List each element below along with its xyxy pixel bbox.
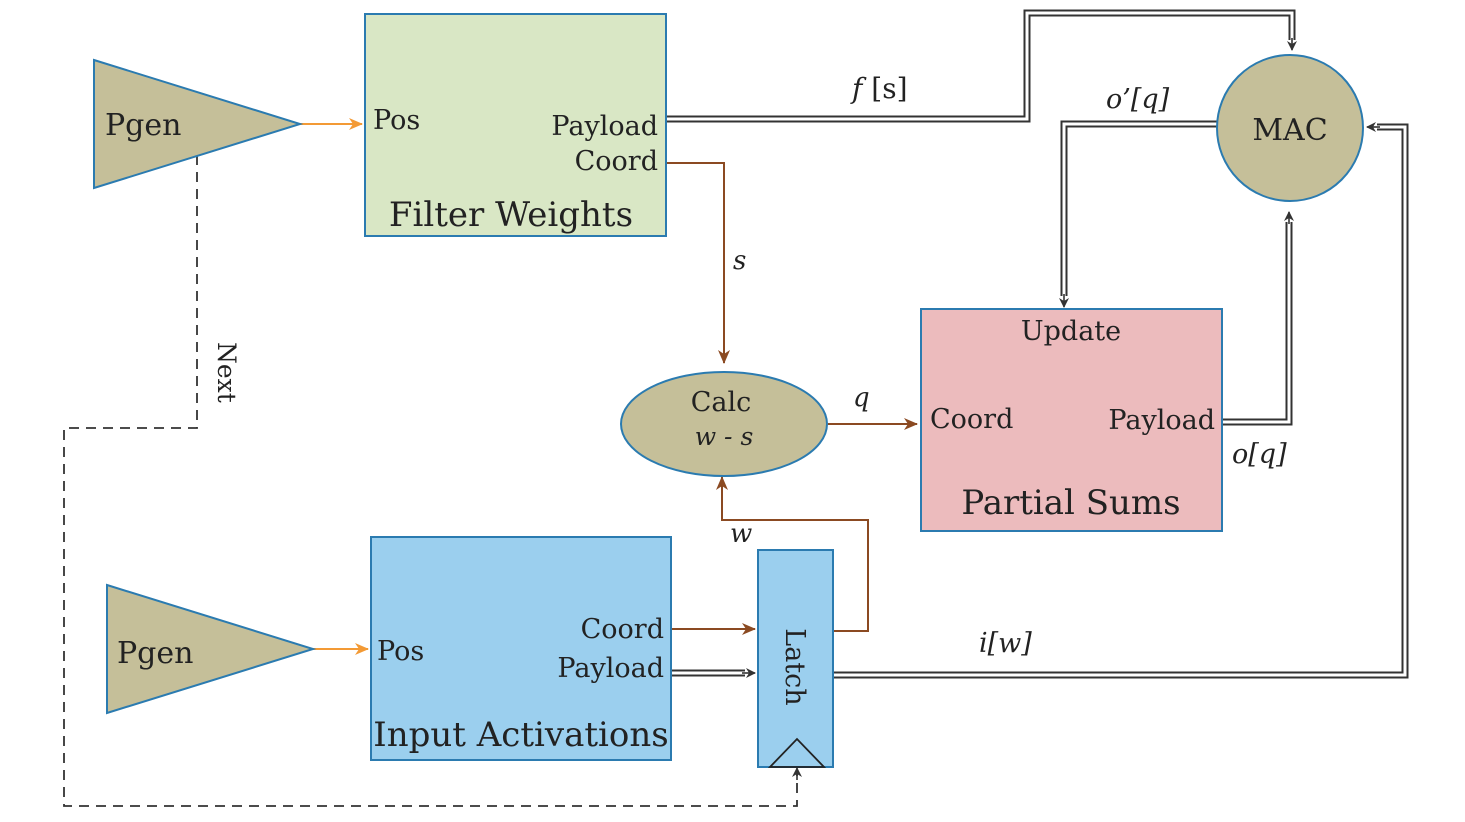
partial-payload-port: Payload — [1108, 405, 1215, 436]
filter-payload-port: Payload — [551, 111, 658, 142]
label-f-s: f [s] — [850, 72, 908, 105]
mac-node: MAC — [1216, 54, 1364, 202]
label-q: q — [853, 383, 870, 413]
clock-triangle-icon — [767, 737, 827, 768]
mac-label: MAC — [1252, 113, 1327, 148]
coord-connections — [667, 162, 918, 635]
partial-sums-block: Update Coord Payload Partial Sums — [920, 308, 1223, 532]
label-i-w: i[w] — [979, 628, 1032, 659]
edge-latch-to-calc — [716, 476, 869, 632]
label-o-q: o[q] — [1232, 439, 1287, 470]
label-next: Next — [212, 342, 241, 403]
edge-partial-payload-to-mac — [1222, 211, 1294, 426]
partial-sums-title: Partial Sums — [961, 483, 1180, 523]
pgen-top: Pgen — [93, 58, 304, 190]
pgen-bottom-label: Pgen — [117, 636, 193, 671]
label-s: s — [733, 246, 746, 276]
calc-node: Calc w - s — [620, 371, 828, 477]
latch-block: Latch — [757, 549, 834, 768]
latch-label: Latch — [779, 628, 810, 705]
payload-connections — [667, 9, 1409, 679]
partial-coord-port: Coord — [930, 404, 1013, 435]
pgen-top-label: Pgen — [105, 108, 181, 143]
partial-update-port: Update — [1021, 316, 1121, 347]
pgen-bottom: Pgen — [106, 583, 317, 715]
input-payload-port: Payload — [557, 653, 664, 684]
input-pos-port: Pos — [377, 636, 424, 667]
filter-coord-port: Coord — [575, 146, 658, 177]
edge-latch-to-mac — [834, 122, 1409, 679]
label-w: w — [730, 519, 752, 549]
calc-label: Calc — [691, 387, 752, 418]
filter-pos-port: Pos — [373, 105, 420, 136]
pos-connections — [300, 118, 369, 655]
filter-weights-block: Pos Payload Coord Filter Weights — [364, 13, 667, 237]
edge-filter-payload-to-mac — [667, 9, 1297, 123]
input-activations-title: Input Activations — [373, 715, 668, 755]
input-activations-block: Pos Coord Payload Input Activations — [370, 536, 672, 761]
label-o-prime-q: o’[q] — [1106, 84, 1170, 115]
filter-weights-title: Filter Weights — [389, 195, 633, 235]
input-coord-port: Coord — [581, 614, 664, 645]
edge-filter-coord-to-calc — [667, 162, 730, 364]
edge-next — [63, 155, 802, 807]
edge-mac-to-partial-update — [1059, 120, 1218, 308]
calc-formula: w - s — [695, 422, 754, 451]
